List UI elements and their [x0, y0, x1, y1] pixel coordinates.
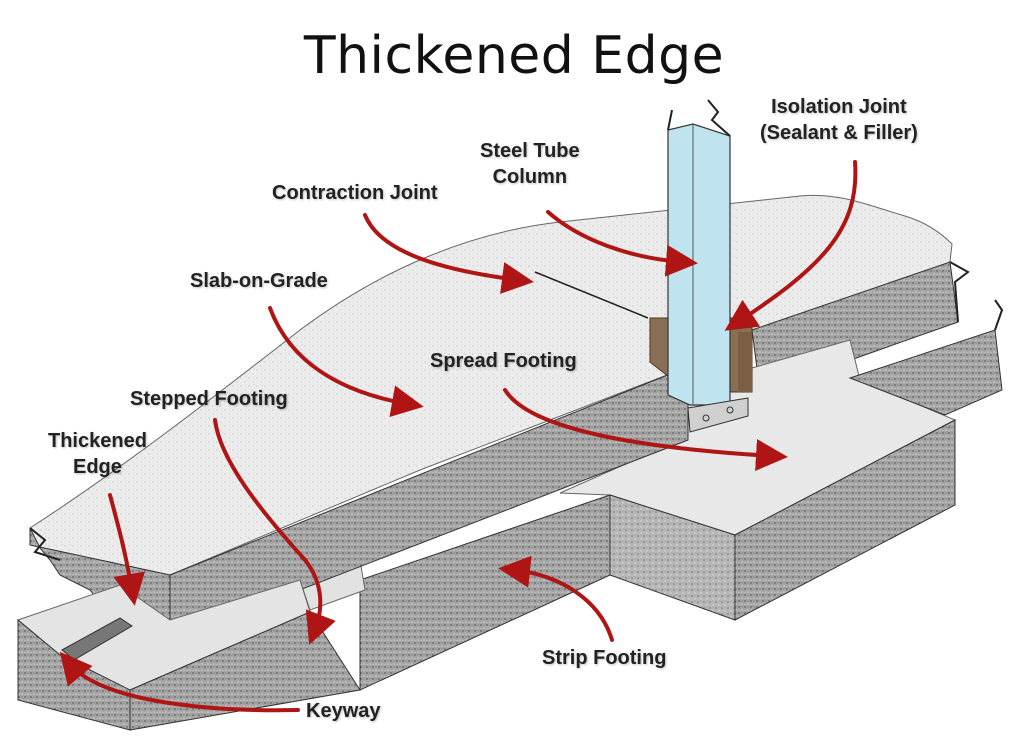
- arrow-thickened-edge: [108, 493, 146, 606]
- strip-footing-side: [359, 494, 611, 691]
- arrow-slab-on-grade: [268, 306, 424, 417]
- base-plate: [687, 397, 749, 433]
- label-contraction-joint: Contraction Joint: [272, 182, 438, 204]
- label-isolation-joint: Isolation Joint (Sealant & Filler): [760, 96, 918, 144]
- label-slab-on-grade: Slab-on-Grade: [190, 270, 328, 292]
- page-title: Thickened Edge: [303, 26, 725, 86]
- arrow-spread-footing: [503, 388, 788, 472]
- label-thickened-edge: Thickened Edge: [48, 430, 147, 478]
- arrow-isolation-joint: [724, 160, 858, 331]
- arrow-contraction-joint: [363, 213, 534, 294]
- steel-tube-column: [667, 123, 731, 406]
- arrow-steel-tube: [546, 210, 698, 277]
- label-steel-tube-column: Steel Tube Column: [480, 140, 580, 188]
- label-spread-footing: Spread Footing: [430, 350, 577, 372]
- contraction-joint-line: [534, 271, 649, 319]
- arrow-stepped-footing: [213, 418, 336, 645]
- arrow-strip-footing: [498, 555, 614, 642]
- label-keyway: Keyway: [306, 700, 381, 722]
- arrow-keyway: [59, 651, 300, 713]
- label-stepped-footing: Stepped Footing: [130, 388, 288, 410]
- label-strip-footing: Strip Footing: [542, 647, 667, 669]
